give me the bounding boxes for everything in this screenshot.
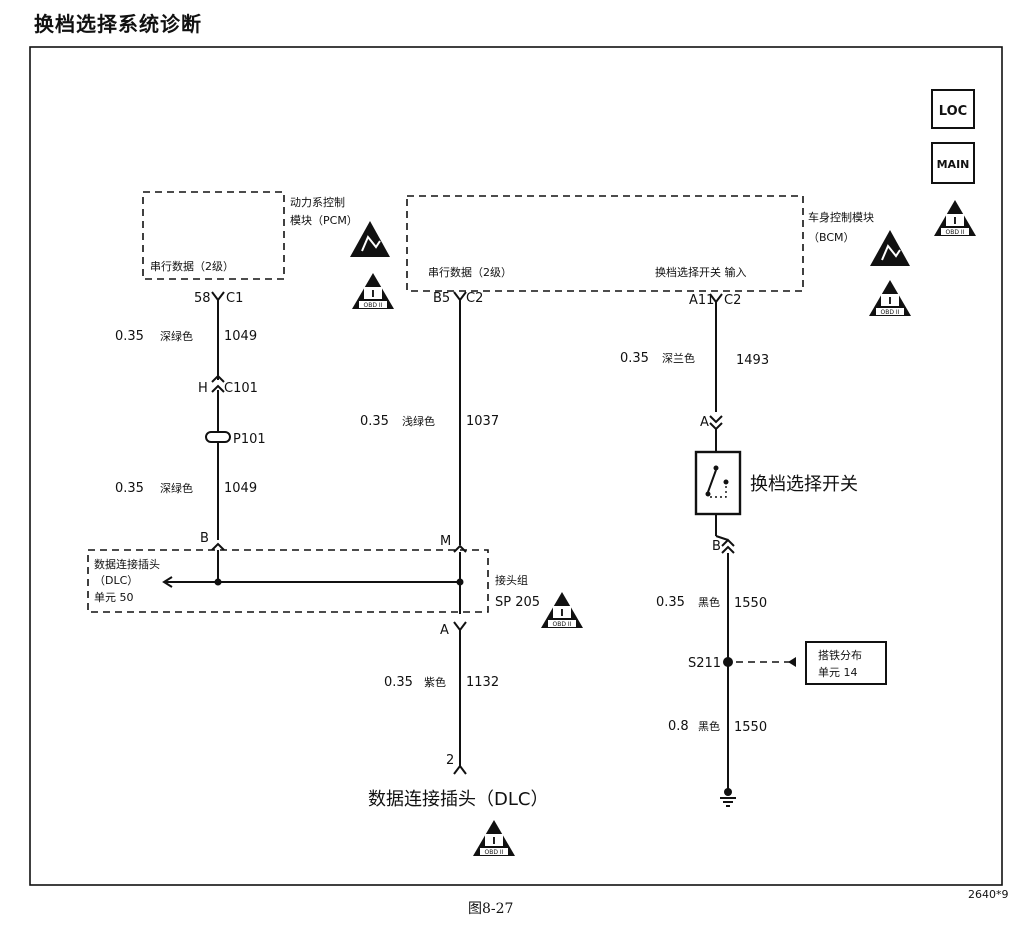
wire-1550b-color: 黑色	[698, 719, 720, 733]
connector-c101-label: C101	[224, 381, 258, 396]
wire-1049a-size: 0.35	[115, 329, 144, 344]
connector-c1-symbol	[211, 291, 225, 302]
dlc-splice-box	[87, 549, 489, 613]
splice-dot-left	[214, 578, 222, 586]
obd-ii-icon: OBD II	[934, 200, 976, 236]
bcm-pin-b5: B5	[433, 291, 450, 306]
wire-1049a-circuit: 1049	[224, 329, 257, 344]
svg-text:OBD II: OBD II	[364, 302, 383, 309]
splice-s211-dot	[723, 657, 733, 667]
splice-pin-m: M	[440, 534, 451, 549]
connector-c2-left-symbol	[453, 291, 467, 302]
bcm-switch-input-label: 换档选择开关 输入	[655, 265, 747, 279]
wire-1037-size: 0.35	[360, 414, 389, 429]
wire-1550a-color: 黑色	[698, 595, 720, 609]
page-title: 换档选择系统诊断	[34, 12, 202, 36]
pcm-pin-58: 58	[194, 291, 211, 306]
wire-1132-color: 紫色	[424, 675, 446, 689]
dlc-pin-b: B	[200, 531, 209, 546]
bcm-serial-label: 串行数据（2级）	[428, 265, 512, 279]
obd-ii-icon-bcm: OBD II	[869, 280, 911, 316]
bcm-module-box	[406, 195, 804, 292]
splice-label-line1: 接头组	[495, 573, 528, 587]
dlc-pin-2: 2	[446, 753, 454, 768]
figure-caption: 图8-27	[468, 901, 514, 917]
diagram-frame	[29, 46, 1003, 886]
connector-m-symbol	[453, 544, 467, 553]
obd-ii-icon-pcm: OBD II	[352, 273, 394, 309]
wire-1550b-size: 0.8	[668, 719, 689, 734]
dlc-box-line2: （DLC）	[94, 574, 138, 587]
switch-pin-a: A	[700, 415, 709, 430]
connector-c101-symbol	[211, 374, 225, 393]
ground-dist-arrow	[788, 657, 796, 667]
svg-text:OBD II: OBD II	[881, 309, 900, 316]
main-badge: MAIN	[931, 142, 975, 184]
shift-selector-switch	[694, 450, 742, 516]
connector-p101-label: P101	[233, 432, 266, 447]
wire-1037-color: 浅绿色	[402, 414, 435, 428]
bcm-label-line1: 车身控制模块	[808, 210, 874, 224]
wire-1550a-size: 0.35	[656, 595, 685, 610]
bcm-pin-a11: A11	[689, 293, 714, 308]
wire-1493-circuit: 1493	[736, 353, 769, 368]
connector-2-symbol	[453, 764, 467, 775]
wire-1493-color: 深兰色	[662, 351, 695, 365]
svg-text:OBD II: OBD II	[485, 849, 504, 856]
pcm-serial-label: 串行数据（2级）	[150, 259, 234, 273]
wire-1132-circuit: 1132	[466, 675, 499, 690]
wire-1132-size: 0.35	[384, 675, 413, 690]
esd-icon-bcm	[869, 229, 911, 267]
svg-text:MAIN: MAIN	[937, 158, 970, 171]
dlc-bottom-label: 数据连接插头（DLC）	[368, 789, 548, 810]
bcm-conn-c2-right: C2	[724, 293, 741, 308]
splice-pin-a: A	[440, 623, 449, 638]
ground-dist-line2: 单元 14	[818, 666, 858, 679]
wire-1550a-circuit: 1550	[734, 596, 767, 611]
pcm-module-box	[142, 191, 285, 280]
obd-ii-icon-splice: OBD II	[541, 592, 583, 628]
wire-switch-jog	[715, 535, 729, 541]
dlc-arrow	[162, 576, 175, 588]
wire-1049b-size: 0.35	[115, 481, 144, 496]
bcm-conn-c2-left: C2	[466, 291, 483, 306]
pcm-conn-c1: C1	[226, 291, 243, 306]
connector-a-symbol	[453, 621, 467, 632]
obd-ii-icon-dlc: OBD II	[473, 820, 515, 856]
connector-b-symbol	[211, 542, 225, 551]
loc-badge: LOC	[931, 89, 975, 129]
wire-1493-size: 0.35	[620, 351, 649, 366]
svg-text:OBD II: OBD II	[553, 621, 572, 628]
ground-dist-line1: 搭铁分布	[818, 649, 862, 662]
dlc-box-line3: 单元 50	[94, 591, 134, 604]
pcm-label-line1: 动力系控制	[290, 195, 345, 209]
wire-1049b-circuit: 1049	[224, 481, 257, 496]
connector-switch-a-symbol	[709, 415, 723, 431]
pcm-label-line2: 模块（PCM）	[290, 214, 358, 227]
wire-1049a-color: 深绿色	[160, 329, 193, 343]
c101-pin-h: H	[198, 381, 208, 396]
svg-text:LOC: LOC	[939, 104, 967, 119]
ground-icon	[720, 788, 736, 807]
switch-pin-b: B	[712, 539, 721, 554]
switch-label: 换档选择开关	[750, 474, 858, 495]
wire-1037-circuit: 1037	[466, 414, 499, 429]
bcm-label-line2: （BCM）	[808, 231, 855, 244]
splice-s211-label: S211	[688, 656, 721, 671]
ground-dist-box	[805, 641, 887, 685]
wire-1049b-color: 深绿色	[160, 481, 193, 495]
figure-code: 2640*9	[968, 888, 1009, 901]
connector-switch-b-symbol	[721, 538, 735, 554]
splice-label-line2: SP 205	[495, 595, 540, 610]
svg-text:OBD II: OBD II	[946, 229, 965, 236]
dlc-box-line1: 数据连接插头	[94, 557, 160, 571]
wire-1550b-circuit: 1550	[734, 720, 767, 735]
connector-p101-symbol	[205, 431, 231, 443]
